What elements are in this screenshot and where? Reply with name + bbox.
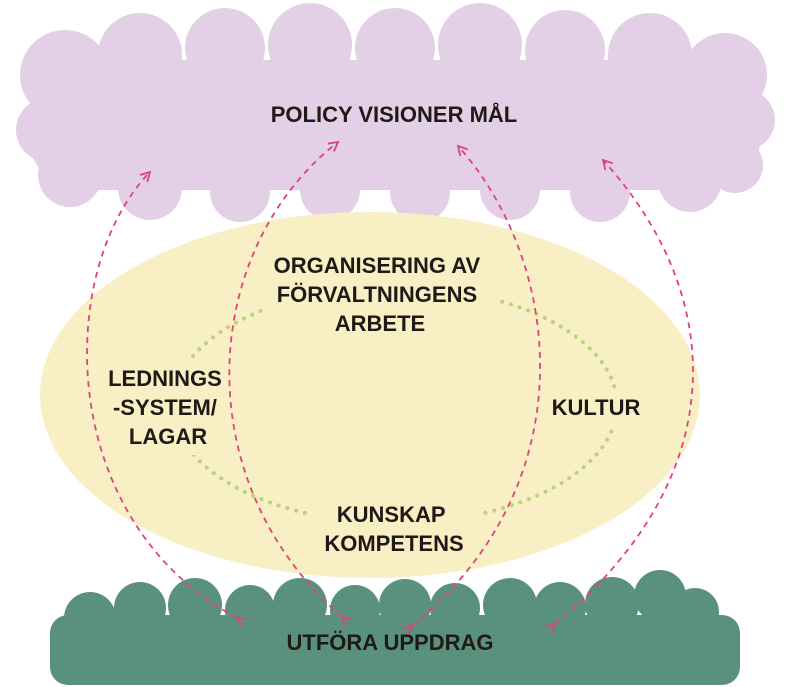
lednings-line-2: -SYSTEM/ — [113, 395, 217, 420]
organisering-label: ORGANISERING AV FÖRVALTNINGENS ARBETE — [274, 253, 487, 336]
policy-label: POLICY VISIONER MÅL — [271, 101, 518, 127]
bottom-cloud — [50, 570, 740, 685]
connector-arrows — [86, 140, 694, 636]
arrow-right-outer — [544, 158, 694, 634]
organisering-line-3: ARBETE — [335, 311, 425, 336]
kultur-label: KULTUR — [552, 395, 641, 420]
organisering-line-1: ORGANISERING AV — [274, 253, 481, 278]
kunskap-label: KUNSKAP KOMPETENS — [324, 502, 463, 556]
arrow-left-outer — [86, 170, 248, 628]
kunskap-line-1: KUNSKAP — [337, 502, 445, 527]
kunskap-line-2: KOMPETENS — [324, 531, 463, 556]
lednings-line-3: LAGAR — [129, 424, 207, 449]
lednings-line-1: LEDNINGS — [108, 366, 222, 391]
utfora-label: UTFÖRA UPPDRAG — [287, 630, 494, 655]
lednings-label: LEDNINGS -SYSTEM/ LAGAR — [108, 366, 228, 449]
arrow-right-inner — [401, 144, 541, 636]
organisering-line-2: FÖRVALTNINGENS — [277, 282, 477, 307]
